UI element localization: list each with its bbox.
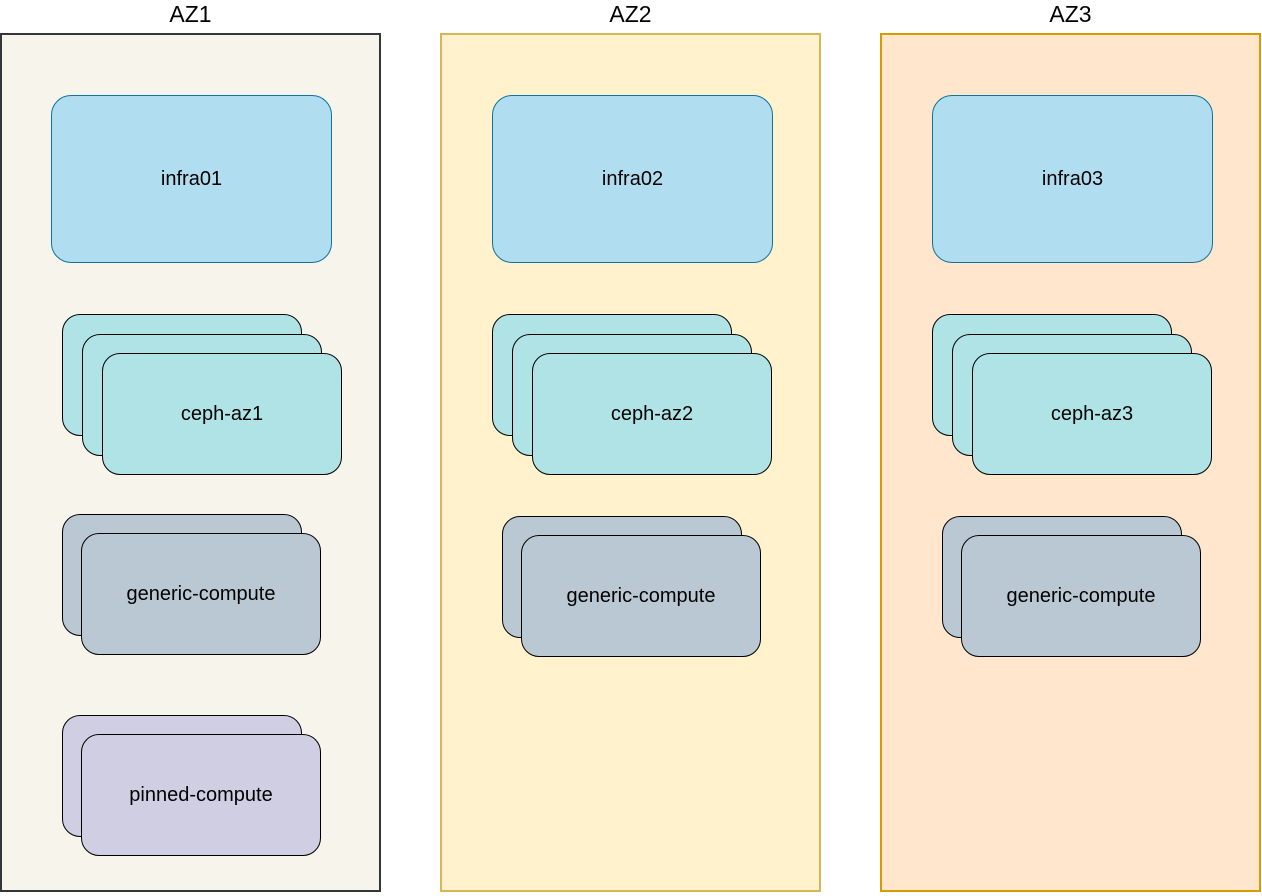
node-ceph-az1: ceph-az1: [102, 353, 342, 475]
node-ceph-az2-label: ceph-az2: [610, 402, 694, 425]
node-ceph-az3-label: ceph-az3: [1050, 402, 1134, 425]
node-infra03-label: infra03: [1041, 167, 1104, 190]
zone-az1: AZ1 infra01 ceph-az1 generic-compute: [0, 0, 381, 896]
node-generic-compute-az1-label: generic-compute: [126, 582, 276, 605]
zone-az3: AZ3 infra03 ceph-az3 generic-compute: [880, 0, 1261, 896]
node-infra03: infra03: [932, 95, 1213, 263]
node-pinned-compute-az1-label: pinned-compute: [129, 783, 273, 806]
zone-az3-title: AZ3: [1049, 1, 1092, 27]
zone-az1-title: AZ1: [169, 1, 212, 27]
node-ceph-az3: ceph-az3: [972, 353, 1212, 475]
zone-az2-title: AZ2: [609, 1, 652, 27]
node-infra01: infra01: [51, 95, 332, 263]
zone-az3-box: infra03 ceph-az3 generic-compute: [880, 33, 1261, 892]
zone-az2-box: infra02 ceph-az2 generic-compute: [440, 33, 821, 892]
zone-az1-box: infra01 ceph-az1 generic-compute pinned-…: [0, 33, 381, 892]
node-generic-compute-az3-label: generic-compute: [1006, 584, 1156, 607]
node-generic-compute-az1: generic-compute: [81, 533, 321, 655]
node-infra02-label: infra02: [601, 167, 664, 190]
node-pinned-compute-az1: pinned-compute: [81, 734, 321, 856]
node-infra02: infra02: [492, 95, 773, 263]
node-ceph-az1-label: ceph-az1: [180, 402, 264, 425]
node-generic-compute-az2-label: generic-compute: [566, 584, 716, 607]
node-generic-compute-az3: generic-compute: [961, 535, 1201, 657]
node-infra01-label: infra01: [160, 167, 223, 190]
zone-az2: AZ2 infra02 ceph-az2 generic-compute: [440, 0, 821, 896]
node-ceph-az2: ceph-az2: [532, 353, 772, 475]
node-generic-compute-az2: generic-compute: [521, 535, 761, 657]
